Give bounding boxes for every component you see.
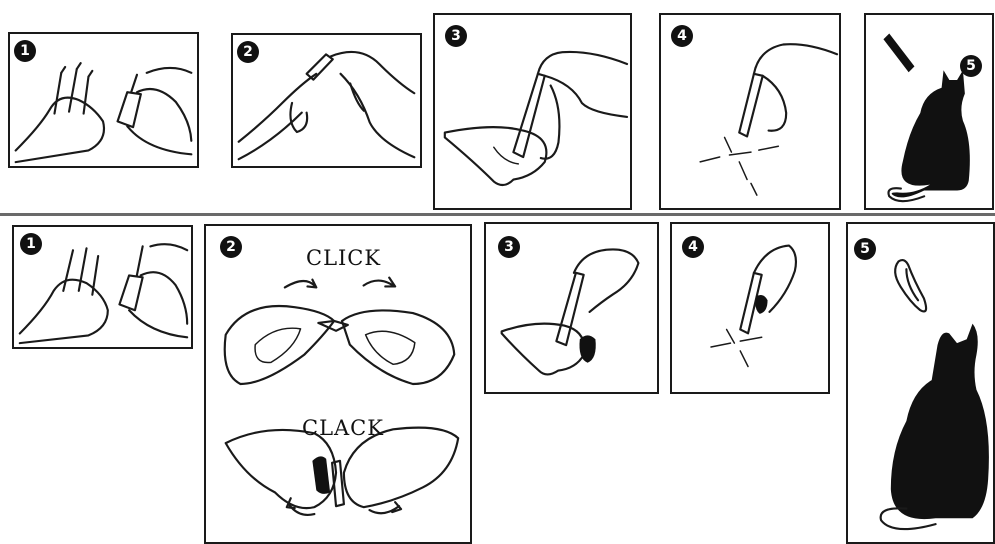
step-number-badge: 4 — [682, 236, 704, 258]
clack-label: CLACK — [302, 416, 384, 440]
top-step-3-panel: 3 — [433, 13, 632, 210]
step-number-badge: 1 — [14, 40, 36, 62]
step-number-badge: 5 — [854, 238, 876, 260]
bottom-step-2-panel: 2 CLICK CLACK — [204, 224, 472, 544]
click-clack-hands-illustration — [206, 226, 470, 542]
bottom-step-4-panel: 4 — [670, 222, 830, 394]
top-step-5-panel: 5 — [864, 13, 994, 210]
top-step-2-panel: 2 — [231, 33, 422, 168]
click-label: CLICK — [306, 246, 381, 270]
step-number-badge: 2 — [220, 236, 242, 258]
step-number-badge: 5 — [960, 55, 982, 77]
cat-with-pipette-illustration — [848, 224, 993, 542]
top-step-1-panel: 1 — [8, 32, 199, 168]
applying-pipette-to-skin-illustration — [435, 15, 630, 208]
top-step-4-panel: 4 — [659, 13, 841, 210]
section-divider — [0, 213, 995, 216]
hands-snapping-pipette-illustration — [233, 35, 420, 166]
bottom-step-5-panel: 5 — [846, 222, 995, 544]
step-number-badge: 4 — [671, 25, 693, 47]
step-number-badge: 3 — [498, 236, 520, 258]
step-number-badge: 2 — [237, 41, 259, 63]
step-number-badge: 1 — [20, 233, 42, 255]
step-number-badge: 3 — [445, 25, 467, 47]
bottom-step-3-panel: 3 — [484, 222, 659, 394]
hands-holding-pipette-illustration — [10, 34, 197, 166]
cat-with-pipette-illustration — [866, 15, 992, 208]
bottom-step-1-panel: 1 — [12, 225, 193, 349]
